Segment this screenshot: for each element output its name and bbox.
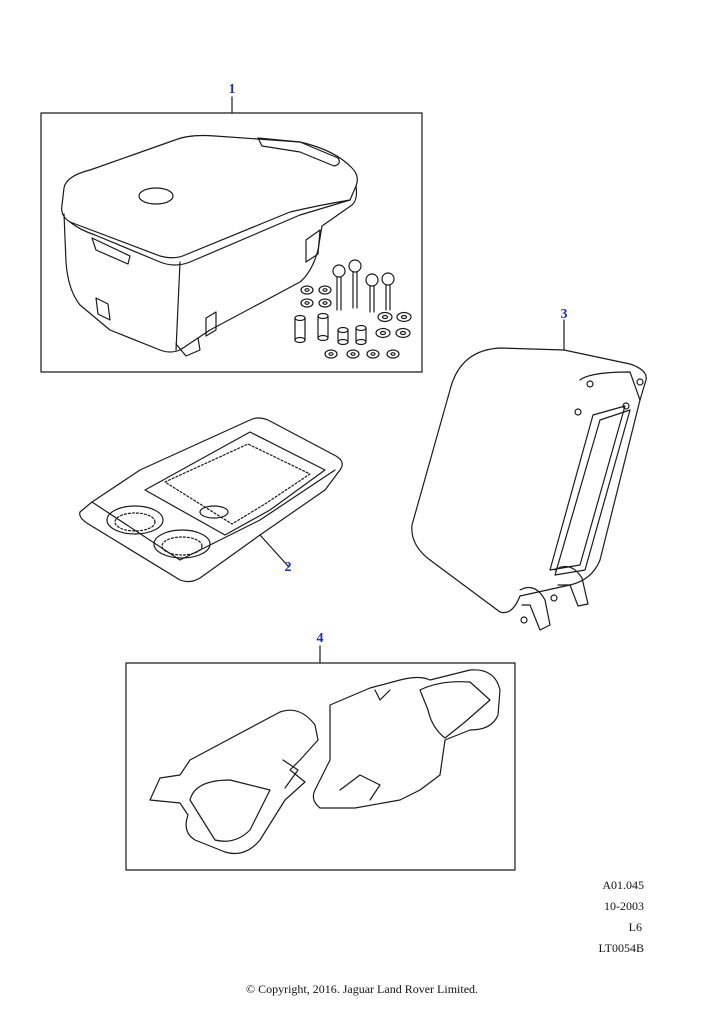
liner-left [149,709,319,855]
callout-2: 2 [285,560,292,575]
tray-outline [79,417,343,583]
callout-3: 3 [561,307,568,322]
part-1-frame [40,112,423,373]
meta-date: 10-2003 [604,899,644,913]
lid-badge-icon [138,187,174,205]
cubby-box-body [63,185,358,353]
part-3-armrest-cover [411,319,647,631]
meta-level: L6 [628,920,642,934]
callout-1: 1 [229,82,236,97]
cup-holder-left [106,505,164,535]
liner-right [312,669,501,809]
copyright-notice: © Copyright, 2016. Jaguar Land Rover Lim… [245,982,479,996]
callout-4: 4 [317,631,324,646]
spacer-icons [294,312,367,346]
hinge-bracket-left [519,587,551,631]
tray-badge-icon [199,505,229,519]
hinge-bracket-right [554,565,589,607]
part-4-liners [125,645,516,871]
nut-washer-icons [300,285,412,359]
part-4-frame [125,662,516,871]
meta-ref: LT0054B [598,941,644,955]
part-1-cubby-box-kit [40,96,423,373]
meta-code: A01.045 [602,878,644,892]
bolt-icons [332,259,395,313]
cubby-box-lid [61,134,358,259]
part-2-tray [79,417,343,583]
armrest-shell [411,347,647,614]
cup-holder-right [153,529,211,559]
